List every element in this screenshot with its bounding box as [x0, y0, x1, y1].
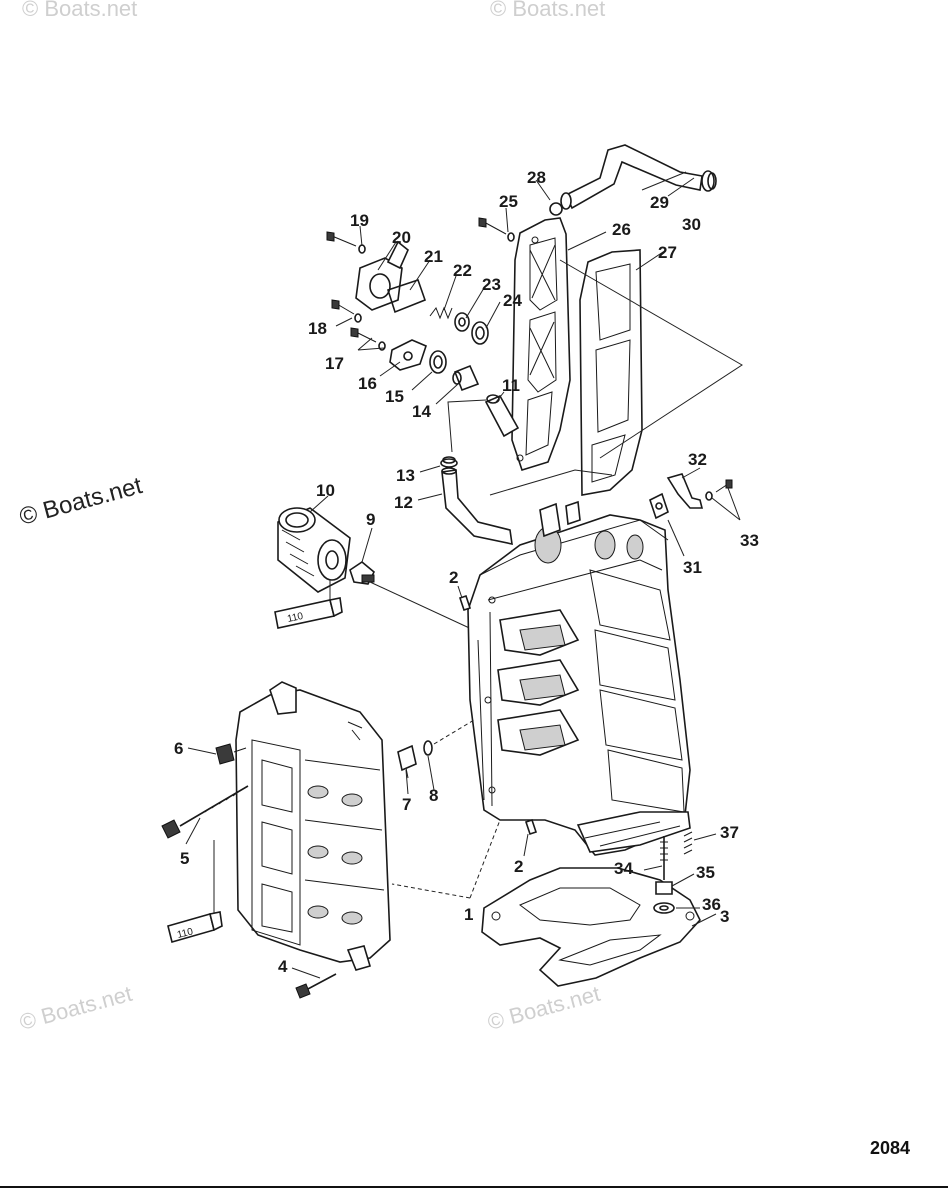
watermark-top-center: © Boats.net: [490, 0, 605, 21]
callout-34: 34: [614, 859, 633, 878]
callout-2-upper: 2: [449, 568, 458, 587]
watermark-left-middle: © Boats.net: [17, 472, 146, 531]
callout-26: 26: [612, 220, 631, 239]
callout-31: 31: [683, 558, 702, 577]
callout-32: 32: [688, 450, 707, 469]
callout-25: 25: [499, 192, 518, 211]
callout-24: 24: [503, 291, 522, 310]
bolt-19: [326, 231, 357, 247]
callout-10: 10: [316, 481, 335, 500]
callout-3: 3: [720, 907, 729, 926]
drain-plug-7: [397, 744, 417, 779]
sealant-tube-upper: 110: [274, 597, 343, 629]
bolt-33: [705, 479, 733, 501]
bolt-18: [331, 299, 362, 323]
callout-28: 28: [527, 168, 546, 187]
watermark-bottom-left: © Boats.net: [17, 981, 135, 1035]
callout-33: 33: [740, 531, 759, 550]
callout-9: 9: [366, 510, 375, 529]
stud-34: [660, 836, 668, 880]
dowel-pin-2-lower: [524, 818, 538, 836]
hose-12: [441, 467, 513, 546]
lever-32: [666, 473, 704, 509]
bolt-17: [350, 327, 386, 351]
diaphragm-15: [429, 350, 447, 374]
sealant-tube-lower: 110: [167, 911, 223, 943]
callout-13: 13: [396, 466, 415, 485]
callout-8: 8: [429, 786, 438, 805]
watermark-top-left: © Boats.net: [22, 0, 137, 21]
part-37: [683, 831, 693, 855]
oil-filter-10: [277, 507, 351, 593]
callout-37: 37: [720, 823, 739, 842]
bolt-25: [478, 217, 515, 242]
watermark-bottom-center: © Boats.net: [485, 981, 603, 1035]
callout-6: 6: [174, 739, 183, 758]
tube-label-upper: 110: [286, 611, 304, 625]
bottom-rule: [0, 1186, 948, 1188]
gasket-3: [481, 867, 701, 987]
spring-22: [429, 306, 453, 320]
thermostat-gasket-21: [386, 278, 427, 314]
callout-4: 4: [278, 957, 288, 976]
callout-18: 18: [308, 319, 327, 338]
washer-36: [653, 902, 675, 914]
bracket-31: [649, 492, 669, 520]
nut-35: [655, 881, 673, 895]
callout-15: 15: [385, 387, 404, 406]
grommet-24: [471, 321, 489, 345]
valve-14: [452, 364, 480, 392]
callout-17: 17: [325, 354, 344, 373]
callout-36: 36: [702, 895, 721, 914]
cover-plate-26: [511, 217, 571, 471]
gasket-27: [579, 249, 643, 496]
hose-clamp-30: [701, 170, 717, 192]
callout-2-lower: 2: [514, 857, 523, 876]
callout-7: 7: [402, 795, 411, 814]
callout-23: 23: [482, 275, 501, 294]
thermostat-23: [454, 312, 470, 332]
callout-20: 20: [392, 228, 411, 247]
cylinder-head: [235, 681, 391, 971]
callout-19: 19: [350, 211, 369, 230]
callout-22: 22: [453, 261, 472, 280]
callout-1: 1: [464, 905, 473, 924]
callout-29: 29: [650, 193, 669, 212]
hose-29: [560, 144, 703, 210]
callout-12: 12: [394, 493, 413, 512]
fitting-9: [349, 561, 375, 585]
tube-label-lower: 110: [176, 926, 195, 941]
clamp-13: [440, 456, 458, 468]
callout-30: 30: [682, 215, 701, 234]
diagram-number: 2084: [869, 1138, 910, 1158]
plug-6: [215, 743, 247, 765]
bolt-5: [161, 785, 249, 839]
dowel-pin-2-upper: [458, 594, 472, 612]
bolt-4: [295, 973, 337, 999]
fitting-28: [549, 202, 563, 216]
callout-14: 14: [412, 402, 431, 421]
cylinder-block-1: [467, 500, 691, 856]
callout-35: 35: [696, 863, 715, 882]
callout-27: 27: [658, 243, 677, 262]
callout-11: 11: [502, 376, 520, 395]
callout-5: 5: [180, 849, 189, 868]
callout-16: 16: [358, 374, 377, 393]
washer-19: [358, 244, 366, 254]
washer-8: [423, 740, 433, 756]
callout-21: 21: [424, 247, 443, 266]
